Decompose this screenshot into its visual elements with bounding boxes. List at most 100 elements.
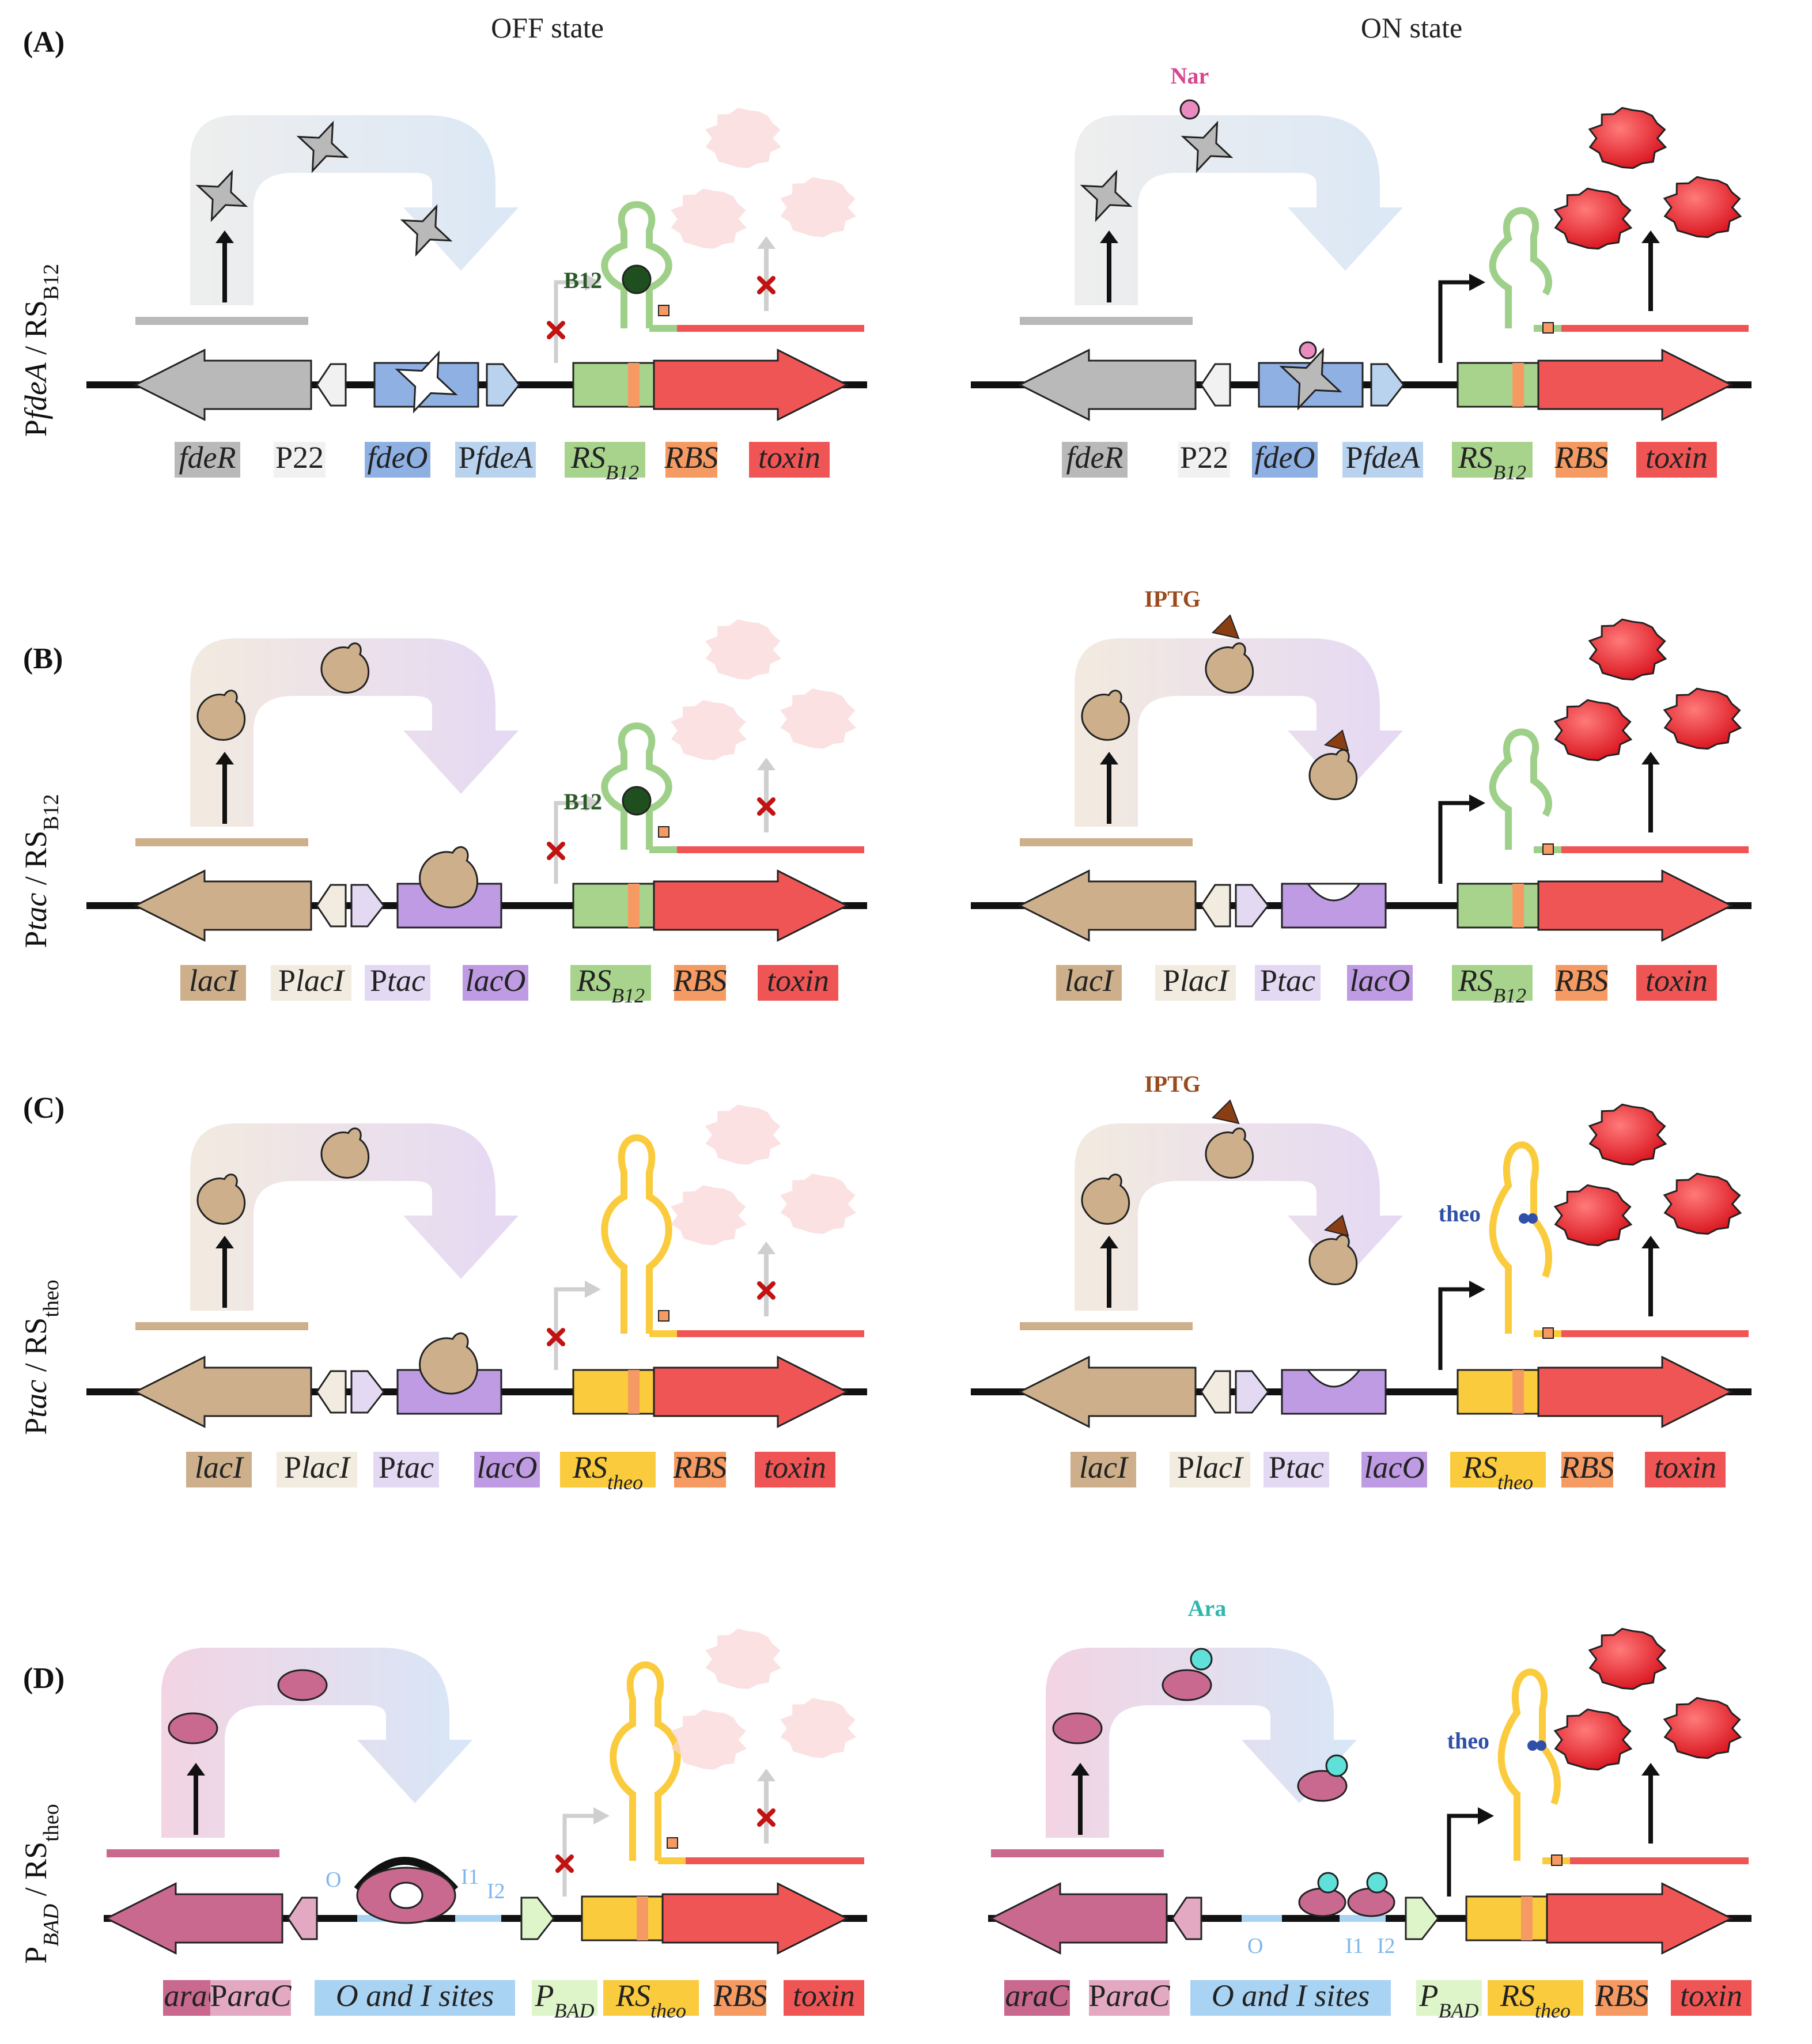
legend-swatch <box>277 1452 357 1487</box>
transcription-start-blocked <box>554 280 588 363</box>
legend-label: RBS <box>713 1978 767 2013</box>
legend-swatch <box>1070 1452 1136 1487</box>
toxin-protein-2 <box>1553 1184 1633 1247</box>
legend-label: lacO <box>477 1450 538 1485</box>
legend-label: RSB12 <box>570 440 639 484</box>
legend-swatch <box>674 1452 726 1487</box>
theo-label: theo <box>1439 1201 1481 1227</box>
expression-loop-arrow <box>161 1648 472 1838</box>
row-label-D: PBAD / RStheo <box>18 1804 63 1963</box>
legend-label: PBAD <box>535 1978 595 2022</box>
toxin-protein-1 <box>1588 107 1667 169</box>
legend-swatch <box>1361 1452 1427 1487</box>
riboswitch-gene <box>1465 1895 1548 1941</box>
legend-item-arac: araC <box>1004 1978 1070 2016</box>
expression-loop-arrow <box>1046 1648 1357 1838</box>
rbs-marker <box>1542 843 1554 855</box>
translation-arrow-head <box>1100 1236 1118 1248</box>
toxin-protein-2 <box>671 188 747 249</box>
expression-loop-arrow <box>1075 638 1403 827</box>
legend-item-p22: P22 <box>274 440 326 478</box>
riboswitch-structure <box>1489 207 1552 328</box>
legend-swatch <box>1089 1980 1170 2016</box>
transcription-start <box>1447 1814 1481 1897</box>
rbs-gene <box>628 363 640 407</box>
site-o-label: O <box>326 1868 341 1892</box>
legend-item-rstheo: RStheo <box>560 1450 656 1494</box>
promoter-pbad <box>520 1897 555 1940</box>
transcription-start-blocked <box>554 801 588 884</box>
legend-label: PlacI <box>1177 1450 1244 1485</box>
laci-protein-3 <box>1308 749 1358 800</box>
legend-label: toxin <box>767 963 829 998</box>
riboswitch-gene <box>572 883 655 929</box>
legend-item-rbs: RBS <box>1554 440 1608 478</box>
fder-protein-1 <box>1080 169 1133 222</box>
row-label-B: Ptac / RSB12 <box>18 794 63 948</box>
legend-swatch <box>175 442 240 478</box>
legend-item-toxin: toxin <box>758 963 838 1001</box>
toxin-gene <box>661 1882 849 1955</box>
legend-item-parac: ParaC <box>1088 1978 1171 2016</box>
transcription-blocked-mark <box>547 321 565 339</box>
operator-notch <box>1306 883 1362 902</box>
toxin-translation-blocked-head <box>757 1241 776 1254</box>
toxin-protein-1 <box>1588 1627 1667 1690</box>
legend-swatch <box>474 1452 540 1487</box>
legend-item-laco: lacO <box>463 963 528 1001</box>
rbs-gene <box>1512 363 1524 407</box>
legend-swatch <box>1452 442 1533 478</box>
legend-label: araC <box>1005 1978 1069 2013</box>
transcription-start-head <box>1478 1807 1494 1825</box>
regulator-promoter <box>1200 884 1231 928</box>
legend-item-rbs: RBS <box>673 1450 727 1487</box>
riboswitch-gene <box>572 362 655 408</box>
b12-label: B12 <box>563 267 602 293</box>
toxin-protein-3 <box>780 1174 856 1234</box>
legend-item-ptac: Ptac <box>1264 1450 1329 1487</box>
toxin-protein-1 <box>1588 618 1667 681</box>
header-off-state: OFF state <box>491 12 604 44</box>
site-i2-label: I2 <box>1377 1934 1395 1958</box>
toxin-protein-1 <box>705 1104 781 1165</box>
translation-arrow-head <box>1100 752 1118 764</box>
transcription-start-head <box>1469 794 1485 812</box>
inducer-label: Ara <box>1188 1595 1227 1621</box>
arac-dimer-center <box>389 1882 423 1909</box>
promoter-pfdea <box>1370 363 1405 407</box>
transcription-start <box>1438 801 1472 884</box>
legend-swatch <box>1671 1980 1752 2016</box>
legend-item-laco: lacO <box>1361 1450 1427 1487</box>
rbs-marker <box>1551 1854 1563 1866</box>
rbs-gene <box>628 1370 640 1414</box>
legend-swatch <box>532 1980 597 2016</box>
regulator-mrna <box>991 1849 1164 1857</box>
legend-label: RStheo <box>1462 1450 1533 1494</box>
legend-swatch <box>1155 965 1236 1001</box>
legend-swatch <box>1190 1980 1391 2016</box>
theo-ligand-b <box>1527 1213 1538 1224</box>
legend-label: PlacI <box>1163 963 1230 998</box>
riboswitch-gene <box>581 1895 664 1941</box>
legend-item-ptac: Ptac <box>373 1450 439 1487</box>
legend-item-placi: PlacI <box>277 1450 357 1487</box>
legend-item-rstheo: RStheo <box>1488 1978 1583 2022</box>
laci-protein-1 <box>196 1174 246 1225</box>
row-label-A: PfdeA / RSB12 <box>18 264 63 437</box>
legend-label: RBS <box>1560 1450 1614 1485</box>
site-i1-label: I1 <box>1345 1934 1364 1958</box>
legend-item-rstheo: RStheo <box>1450 1450 1546 1494</box>
legend-label: toxin <box>1654 1450 1716 1485</box>
legend-item-o-and-i-sites: O and I sites <box>315 1978 515 2016</box>
legend-swatch <box>714 1980 766 2016</box>
expression-loop-arrow <box>190 1123 519 1311</box>
legend-swatch <box>1347 965 1413 1001</box>
site-i2-label: I2 <box>487 1879 505 1903</box>
gene-regulator <box>133 349 312 421</box>
